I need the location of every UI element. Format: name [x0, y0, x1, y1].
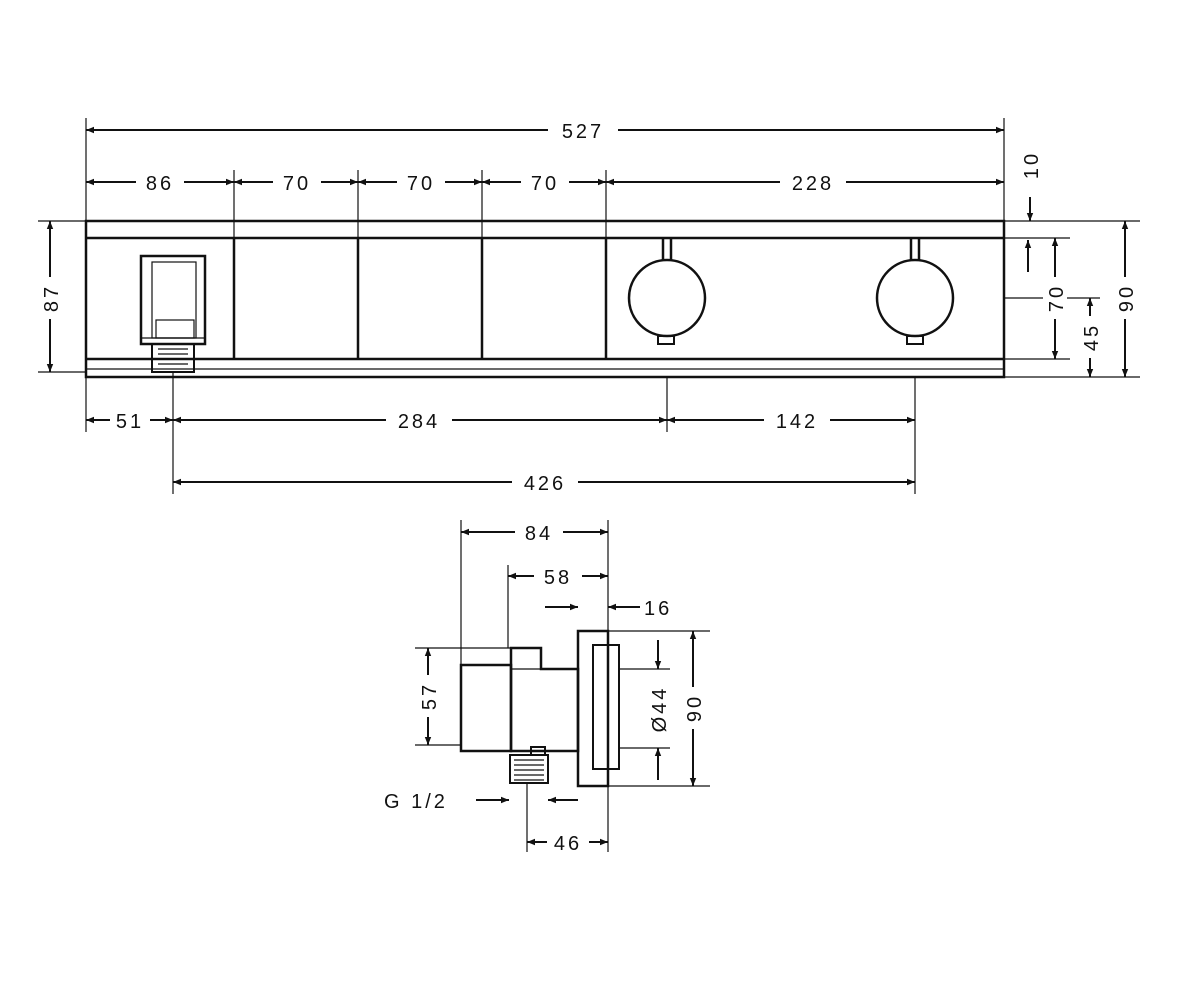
dim-label-d44: Ø44 — [649, 686, 671, 733]
holder-block — [459, 663, 513, 753]
dim-label-142: 142 — [776, 411, 818, 433]
dim-panel-height: 87 — [38, 221, 63, 372]
dim-label-70a: 70 — [283, 173, 311, 195]
dim-side-84: 84 — [461, 520, 608, 545]
dim-segments: 86 70 70 70 228 — [86, 170, 1004, 195]
dim-side-diameter: Ø44 — [649, 640, 671, 780]
dim-label-90-side: 90 — [684, 694, 706, 722]
dim-label-228: 228 — [792, 173, 834, 195]
dim-label-57: 57 — [419, 682, 441, 710]
valve-body — [509, 646, 580, 753]
dim-label-70c: 70 — [531, 173, 559, 195]
thread-connector — [509, 754, 549, 784]
dim-overall-width: 527 — [86, 118, 1004, 143]
dim-label-86: 86 — [146, 173, 174, 195]
dim-426: 426 — [173, 470, 915, 495]
dim-side-90: 90 — [681, 631, 706, 786]
dim-label-58: 58 — [544, 567, 572, 589]
dim-label-527: 527 — [562, 121, 604, 143]
dim-top-offset: 10 — [1021, 151, 1043, 221]
hand-shower-holder — [139, 254, 207, 373]
dim-label-70b: 70 — [407, 173, 435, 195]
dim-label-90-right: 90 — [1116, 284, 1138, 312]
dim-side-58: 58 — [508, 564, 608, 589]
dim-label-16: 16 — [644, 598, 672, 620]
knob-left — [627, 238, 707, 345]
knob-right — [875, 238, 955, 345]
dim-thread: G 1/2 — [384, 791, 578, 813]
extension-lines — [38, 118, 1140, 494]
dim-label-51: 51 — [116, 411, 144, 433]
dim-label-46: 46 — [554, 833, 582, 855]
dim-label-84: 84 — [525, 523, 553, 545]
dim-label-45: 45 — [1081, 323, 1103, 351]
dim-right-heights: 70 45 90 — [1024, 221, 1138, 377]
dim-label-g12: G 1/2 — [384, 791, 448, 813]
dim-label-70-right: 70 — [1046, 284, 1068, 312]
front-view: 527 86 70 70 70 228 10 — [38, 118, 1140, 495]
dim-side-46: 46 — [527, 830, 608, 855]
dim-side-57: 57 — [416, 648, 441, 745]
dim-label-10: 10 — [1021, 151, 1043, 179]
dim-label-284: 284 — [398, 411, 440, 433]
dim-label-87: 87 — [41, 284, 63, 312]
dim-side-16: 16 — [545, 598, 672, 620]
dim-bottom-row: 51 284 142 — [86, 408, 915, 433]
panel-outline — [84, 219, 1006, 379]
dim-label-426: 426 — [524, 473, 566, 495]
side-view: 84 58 16 57 Ø44 90 — [384, 520, 710, 855]
